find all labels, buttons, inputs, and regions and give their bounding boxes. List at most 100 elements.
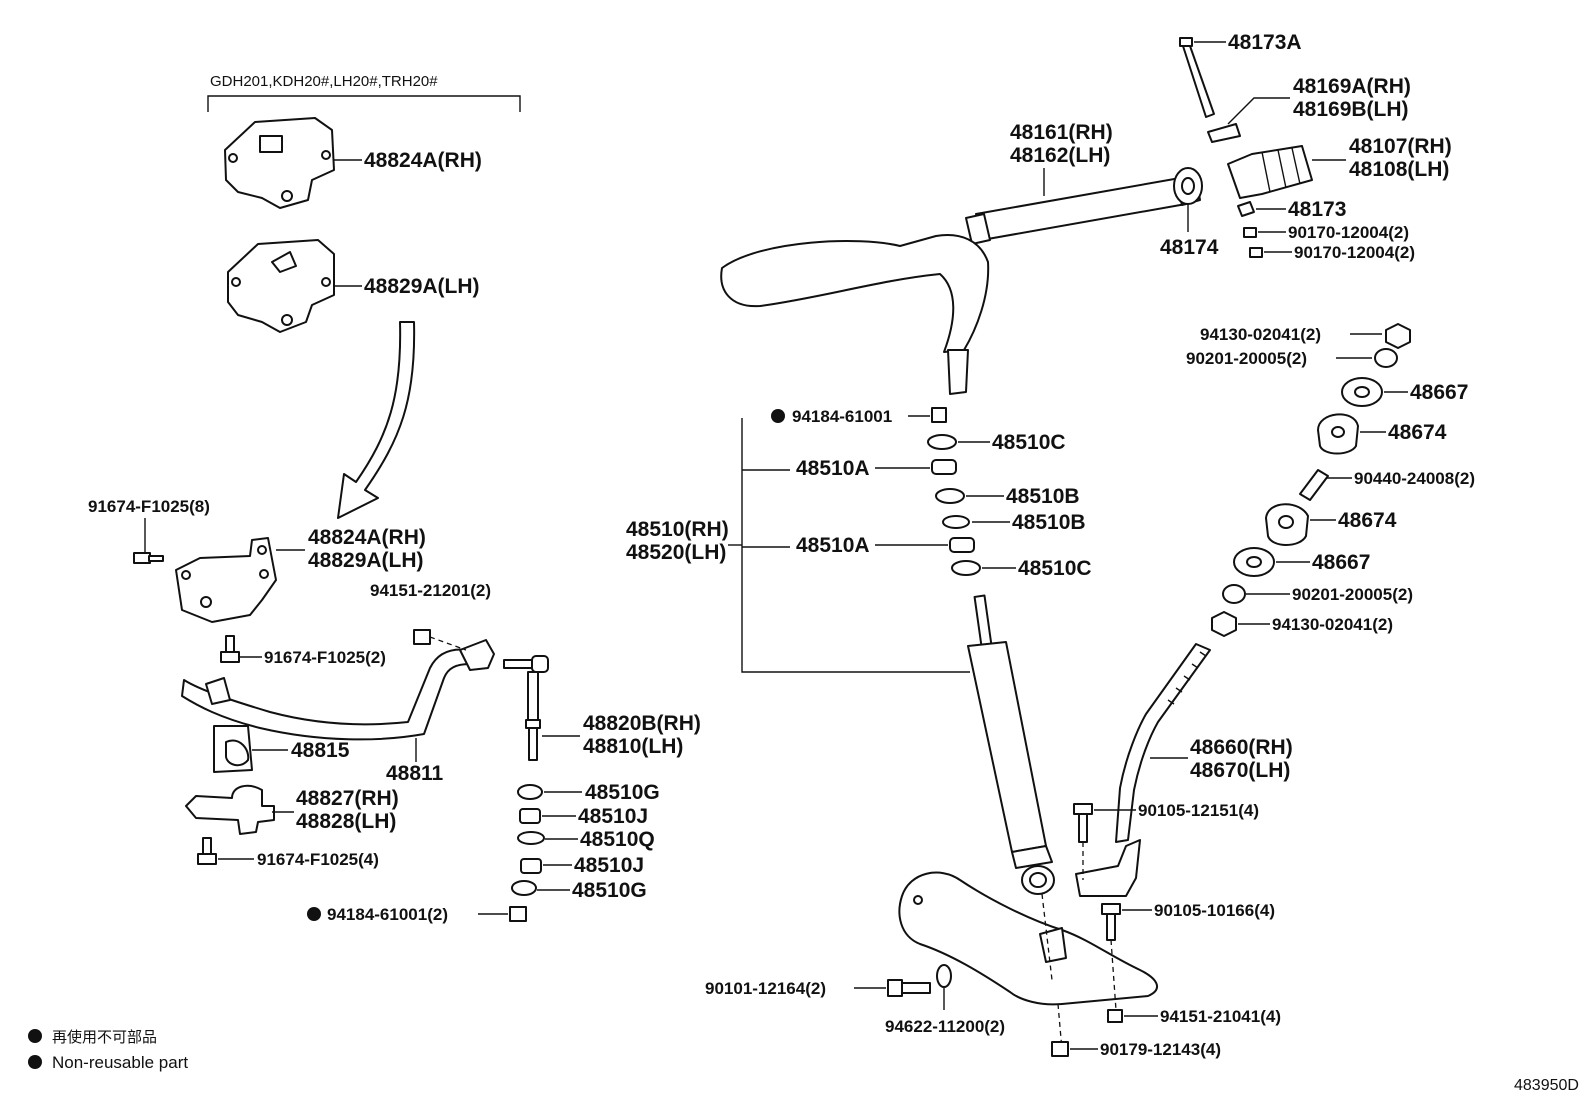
bracket-48824A-part xyxy=(224,117,335,209)
callout-48162: 48162(LH) xyxy=(1010,144,1110,167)
callout-94184b: 94184-61001(2) xyxy=(327,905,448,924)
lower-arm xyxy=(898,871,1158,1006)
callout-94151a: 94151-21201(2) xyxy=(370,581,491,600)
callout-90201a: 90201-20005(2) xyxy=(1186,349,1307,368)
bolt-48173A xyxy=(1179,37,1215,118)
callout-48510G-lower: 48510G xyxy=(572,879,647,902)
upper-arm xyxy=(720,234,990,395)
nut-94184a xyxy=(931,407,947,423)
callout-48815: 48815 xyxy=(291,739,350,762)
callout-90179: 90179-12143(4) xyxy=(1100,1040,1221,1059)
callout-48811: 48811 xyxy=(386,762,444,785)
callout-48660: 48660(RH) xyxy=(1190,736,1293,759)
callout-90105b: 90105-10166(4) xyxy=(1154,901,1275,920)
legend-dot-jp xyxy=(28,1029,42,1043)
callout-48173: 48173 xyxy=(1288,198,1346,221)
callout-48667a: 48667 xyxy=(1410,381,1468,404)
bracket-48829A-part xyxy=(227,239,335,333)
anchor-arm-48174 xyxy=(1173,167,1203,205)
callout-48510A-lower: 48510A xyxy=(796,534,870,557)
bolt-91674c xyxy=(197,837,217,865)
callout-48161: 48161(RH) xyxy=(1010,121,1113,144)
variant-bracket xyxy=(207,95,521,112)
nut-94151b xyxy=(1107,1009,1123,1023)
bushing-48815 xyxy=(213,725,253,773)
washer-94622 xyxy=(936,964,952,988)
callout-48674a: 48674 xyxy=(1388,421,1447,444)
callout-48173A: 48173A xyxy=(1228,31,1302,54)
legend-dot-en xyxy=(28,1055,42,1069)
callout-48510B-lower: 48510B xyxy=(1012,511,1086,534)
callout-94130b: 94130-02041(2) xyxy=(1272,615,1393,634)
non-reusable-dot-94184a xyxy=(771,409,785,423)
callout-48520: 48520(LH) xyxy=(626,541,726,564)
callout-90170a: 90170-12004(2) xyxy=(1288,223,1409,242)
callout-48828: 48828(LH) xyxy=(296,810,396,833)
nut-90170b xyxy=(1249,247,1263,258)
callout-48824A-installed: 48824A(RH) xyxy=(308,526,426,549)
nut-94151a xyxy=(413,629,431,645)
callout-48107: 48107(RH) xyxy=(1349,135,1452,158)
boot-48107 xyxy=(1227,145,1313,199)
drawing-number: 483950D xyxy=(1514,1077,1579,1094)
cushion-48674b xyxy=(1265,503,1309,546)
callout-48829A-top: 48829A(LH) xyxy=(364,275,480,298)
callout-48169B: 48169B(LH) xyxy=(1293,98,1409,121)
legend-jp: 再使用不可部品 xyxy=(52,1029,157,1046)
variant-note: GDH201,KDH20#,LH20#,TRH20# xyxy=(210,73,438,90)
nut-90170a xyxy=(1243,227,1257,238)
bracket-48827 xyxy=(185,784,275,835)
nut-94130a xyxy=(1385,323,1411,349)
legend-en: Non-reusable part xyxy=(52,1053,188,1072)
callout-94151b: 94151-21041(4) xyxy=(1160,1007,1281,1026)
bolt-90101 xyxy=(887,979,931,997)
bolt-90105a xyxy=(1073,803,1093,843)
non-reusable-dot-94184b xyxy=(307,907,321,921)
callout-48510B-upper: 48510B xyxy=(1006,485,1080,508)
washer-90201a xyxy=(1374,348,1398,368)
callout-90201b: 90201-20005(2) xyxy=(1292,585,1413,604)
bolt-91674a xyxy=(133,552,164,564)
callout-48510C-lower: 48510C xyxy=(1018,557,1092,580)
callout-48510J-lower: 48510J xyxy=(574,854,644,877)
callout-94184a: 94184-61001 xyxy=(792,407,892,426)
callout-48510G-upper: 48510G xyxy=(585,781,660,804)
callout-48827: 48827(RH) xyxy=(296,787,399,810)
callout-90170b: 90170-12004(2) xyxy=(1294,243,1415,262)
nut-94184b xyxy=(509,906,527,922)
callout-48820B: 48820B(RH) xyxy=(583,712,701,735)
collar-90440 xyxy=(1299,469,1329,501)
callout-91674b: 91674-F1025(2) xyxy=(264,648,386,667)
callout-48510C-upper: 48510C xyxy=(992,431,1066,454)
shock-kit-bracket xyxy=(741,418,970,673)
callout-90101: 90101-12164(2) xyxy=(705,979,826,998)
install-arrow xyxy=(337,321,416,519)
callout-48510Q: 48510Q xyxy=(580,828,655,851)
bracket-48824A-installed xyxy=(175,537,277,623)
cushion-48667a xyxy=(1341,377,1383,407)
callout-48670: 48670(LH) xyxy=(1190,759,1290,782)
nut-94130b xyxy=(1211,611,1237,637)
callout-94622: 94622-11200(2) xyxy=(885,1017,1005,1036)
callout-48674b: 48674 xyxy=(1338,509,1397,532)
callout-48829A-installed: 48829A(LH) xyxy=(308,549,424,572)
callout-48174: 48174 xyxy=(1160,236,1219,259)
nut-90179 xyxy=(1051,1041,1069,1057)
link-washers xyxy=(511,784,545,896)
part-48173 xyxy=(1237,201,1255,217)
callout-91674a: 91674-F1025(8) xyxy=(88,497,210,516)
callout-94130a: 94130-02041(2) xyxy=(1200,325,1321,344)
callout-48169A: 48169A(RH) xyxy=(1293,75,1411,98)
bar-end-eye xyxy=(459,639,495,671)
callout-48510: 48510(RH) xyxy=(626,518,729,541)
bar-bushing-ring xyxy=(205,677,231,705)
callout-91674c: 91674-F1025(4) xyxy=(257,850,379,869)
callout-48824A-top: 48824A(RH) xyxy=(364,149,482,172)
bolt-90105b xyxy=(1101,903,1121,941)
callout-48510J-upper: 48510J xyxy=(578,805,648,828)
part-48169 xyxy=(1207,123,1241,143)
callout-90105a: 90105-12151(4) xyxy=(1138,801,1259,820)
callout-48108: 48108(LH) xyxy=(1349,158,1449,181)
callout-90440: 90440-24008(2) xyxy=(1354,469,1475,488)
